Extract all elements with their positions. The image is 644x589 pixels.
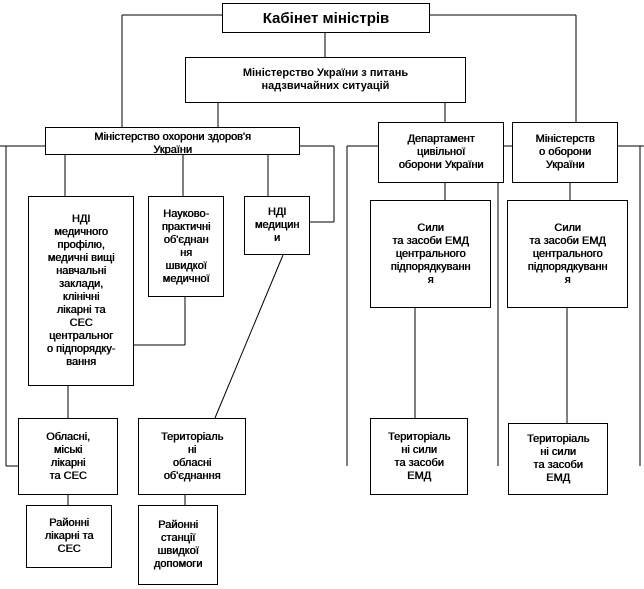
district-hospitals-node: Районні лікарні та СЕС [26, 505, 112, 568]
cabinet-label: Кабінет міністрів [262, 9, 390, 27]
district-ambulance-node: Районні станції швидкої допомоги [138, 505, 218, 585]
emergency-ministry-label: Міністерство України з питань надзвичайн… [242, 67, 409, 92]
emergency-ministry-node: Міністерство України з питань надзвичайн… [185, 57, 466, 103]
ndi-medicine-node: НДІ медицин и [244, 196, 310, 255]
health-ministry-label: Міністерство охорони здоров'я України [94, 131, 251, 155]
territorial-forces-2-node: Територіаль ні сили та засоби ЕМД [508, 423, 608, 495]
health-ministry-node: Міністерство охорони здоров'я України [45, 127, 300, 155]
civil-defense-dept-label: Департамент цивільної оборони України [398, 133, 484, 171]
district-ambulance-label: Районні станції швидкої допомоги [153, 519, 203, 570]
connector [214, 254, 284, 419]
cabinet-node: Кабінет міністрів [222, 3, 430, 33]
territorial-forces-1-node: Територіаль ні сили та засоби ЕМД [370, 418, 468, 495]
ndi-medical-profile-label: НДІ медичного профілю, медичні вищі навч… [46, 213, 116, 368]
scientific-association-node: Науково- практичні об'єднан ня швидкої м… [148, 196, 224, 297]
ndi-medical-profile-node: НДІ медичного профілю, медичні вищі навч… [28, 196, 134, 386]
forces-emd-1-node: Сили та засоби ЕМД центрального підпоряд… [370, 200, 491, 308]
territorial-forces-2-label: Територіаль ні сили та засоби ЕМД [526, 433, 590, 484]
civil-defense-dept-node: Департамент цивільної оборони України [378, 122, 504, 183]
ndi-medicine-label: НДІ медицин и [254, 206, 300, 244]
defense-ministry-node: Міністерств о оборони України [512, 122, 618, 183]
forces-emd-2-node: Сили та засоби ЕМД центрального підпоряд… [507, 200, 628, 308]
territorial-forces-1-label: Територіаль ні сили та засоби ЕМД [387, 430, 451, 482]
defense-ministry-label: Міністерств о оборони України [535, 133, 595, 171]
regional-hospitals-node: Обласні, міські лікарні та СЕС [18, 418, 118, 495]
territorial-associations-label: Територіаль ні обласні об'єднання [160, 430, 224, 482]
regional-hospitals-label: Обласні, міські лікарні та СЕС [46, 430, 90, 482]
forces-emd-2-label: Сили та засоби ЕМД центрального підпоряд… [527, 221, 608, 286]
district-hospitals-label: Районні лікарні та СЕС [44, 517, 94, 555]
forces-emd-1-label: Сили та засоби ЕМД центрального підпоряд… [390, 221, 471, 286]
territorial-associations-node: Територіаль ні обласні об'єднання [138, 418, 246, 495]
scientific-association-label: Науково- практичні об'єднан ня швидкої м… [161, 207, 211, 285]
